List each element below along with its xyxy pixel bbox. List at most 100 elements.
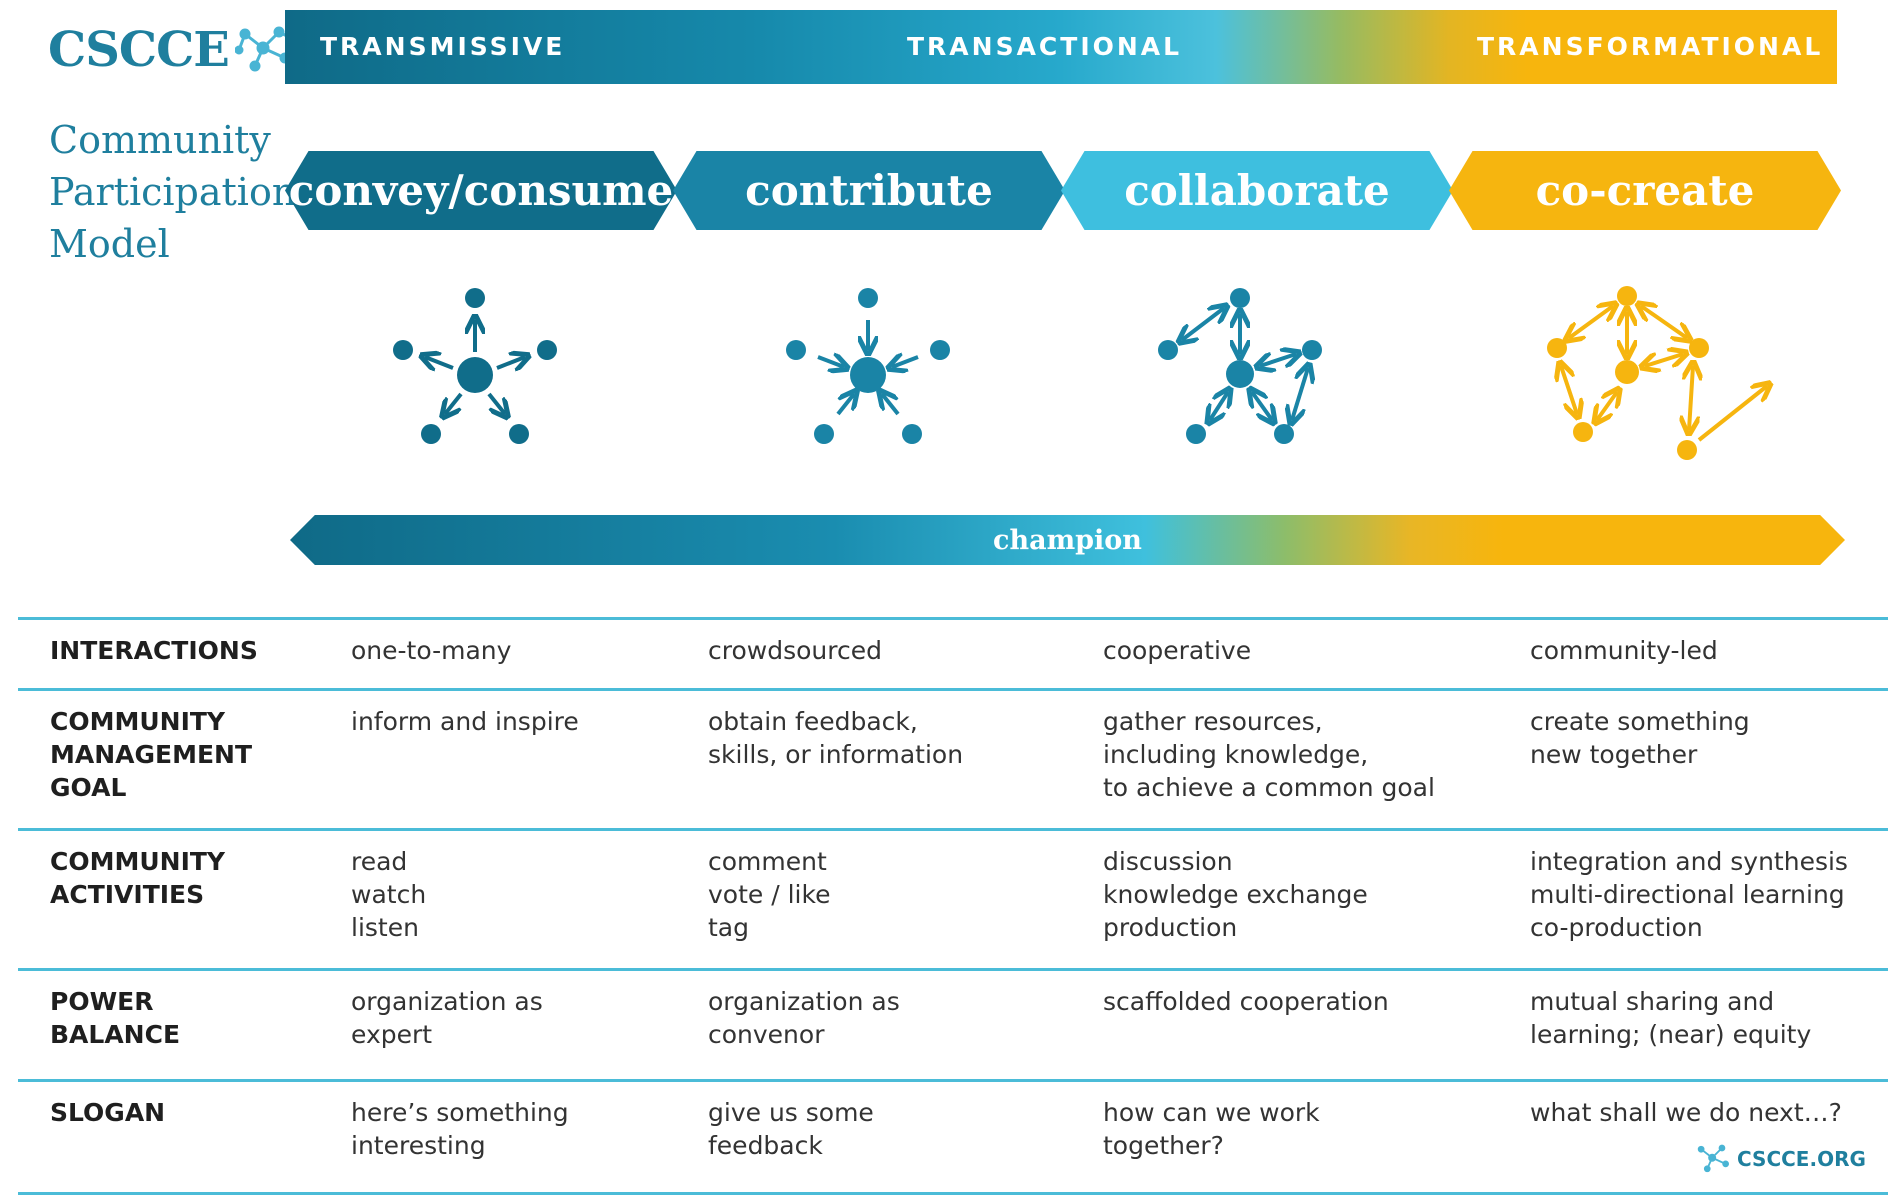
cell-line: watch <box>351 880 427 909</box>
row-header: COMMUNITY ACTIVITIES <box>50 845 225 911</box>
table-cell: create something new together <box>1530 705 1750 771</box>
champion-arrow: champion <box>290 515 1845 565</box>
footer-text: CSCCE.ORG <box>1737 1147 1866 1171</box>
stage-label: convey/consume <box>288 166 674 215</box>
cell-line: skills, or information <box>708 740 964 769</box>
model-title: Community Participation Model <box>49 114 297 270</box>
row-header-line: BALANCE <box>50 1020 181 1049</box>
cell-line: discussion <box>1103 847 1233 876</box>
table-cell: inform and inspire <box>351 705 579 738</box>
row-header: INTERACTIONS <box>50 634 258 667</box>
cell-line: production <box>1103 913 1238 942</box>
cell-line: how can we work <box>1103 1098 1320 1127</box>
cell-line: obtain feedback, <box>708 707 918 736</box>
cell-line: what shall we do next…? <box>1530 1098 1842 1127</box>
engagement-spectrum-band: TRANSMISSIVE TRANSACTIONAL TRANSFORMATIO… <box>285 10 1837 84</box>
table-cell: how can we work together? <box>1103 1096 1320 1162</box>
cell-line: organization as <box>708 987 900 1016</box>
band-label-transactional: TRANSACTIONAL <box>907 32 1183 61</box>
cell-line: here’s something <box>351 1098 569 1127</box>
title-line: Model <box>49 222 170 266</box>
row-header: POWER BALANCE <box>50 985 180 1051</box>
cell-line: cooperative <box>1103 636 1252 665</box>
cell-line: vote / like <box>708 880 831 909</box>
table-cell: comment vote / like tag <box>708 845 830 944</box>
cell-line: create something <box>1530 707 1750 736</box>
interconnected-network-icon <box>1148 280 1388 480</box>
cell-line: crowdsourced <box>708 636 882 665</box>
table-row: INTERACTIONS one-to-many crowdsourced coope… <box>18 617 1888 688</box>
co-creation-network-icon <box>1537 280 1777 480</box>
table-cell: what shall we do next…? <box>1530 1096 1842 1129</box>
cell-line: listen <box>351 913 419 942</box>
cell-line: community-led <box>1530 636 1718 665</box>
cell-line: to achieve a common goal <box>1103 773 1435 802</box>
cell-line: tag <box>708 913 749 942</box>
stage-label: contribute <box>745 166 993 215</box>
table-cell: community-led <box>1530 634 1718 667</box>
inward-star-icon <box>750 280 990 480</box>
cell-line: inform and inspire <box>351 707 579 736</box>
stage-contribute: contribute <box>673 151 1065 230</box>
band-label-transmissive: TRANSMISSIVE <box>320 32 566 61</box>
cell-line: convenor <box>708 1020 825 1049</box>
row-header-line: POWER <box>50 987 154 1016</box>
cell-line: feedback <box>708 1131 823 1160</box>
cell-line: comment <box>708 847 827 876</box>
table-cell: scaffolded cooperation <box>1103 985 1389 1018</box>
footer-url[interactable]: CSCCE.ORG <box>1695 1142 1866 1176</box>
stage-label: co-create <box>1535 166 1755 215</box>
cell-line: new together <box>1530 740 1698 769</box>
row-header: SLOGAN <box>50 1096 165 1129</box>
cell-line: together? <box>1103 1131 1224 1160</box>
cell-line: including knowledge, <box>1103 740 1369 769</box>
table-cell: organization as convenor <box>708 985 900 1051</box>
band-label-transformational: TRANSFORMATIONAL <box>1477 32 1824 61</box>
title-line: Participation <box>49 170 297 214</box>
cell-line: knowledge exchange <box>1103 880 1368 909</box>
table-cell: read watch listen <box>351 845 426 944</box>
cell-line: one-to-many <box>351 636 512 665</box>
table-cell: obtain feedback, skills, or information <box>708 705 963 771</box>
row-header-line: COMMUNITY <box>50 847 226 876</box>
row-header-line: GOAL <box>50 773 127 802</box>
cell-line: learning; (near) equity <box>1530 1020 1812 1049</box>
cell-line: organization as <box>351 987 543 1016</box>
cscce-logo: CSCCE <box>48 20 297 80</box>
table-cell: cooperative <box>1103 634 1251 667</box>
cell-line: read <box>351 847 408 876</box>
table-cell: integration and synthesis multi-direction… <box>1530 845 1848 944</box>
table-cell: organization as expert <box>351 985 543 1051</box>
cell-line: integration and synthesis <box>1530 847 1848 876</box>
cell-line: expert <box>351 1020 433 1049</box>
row-header-line: MANAGEMENT <box>50 740 253 769</box>
network-molecule-icon <box>1697 1144 1730 1173</box>
cell-line: gather resources, <box>1103 707 1323 736</box>
champion-label: champion <box>993 524 1142 556</box>
cell-line: interesting <box>351 1131 486 1160</box>
stage-co-create: co-create <box>1449 151 1841 230</box>
logo-text: CSCCE <box>48 22 230 78</box>
title-line: Community <box>49 118 271 162</box>
broadcast-star-icon <box>355 280 595 480</box>
participation-table: INTERACTIONS one-to-many crowdsourced coope… <box>18 617 1888 1195</box>
table-row: SLOGAN here’s something interesting give us… <box>18 1079 1888 1192</box>
table-row: COMMUNITY ACTIVITIES read watch listen commen… <box>18 828 1888 968</box>
cell-line: co-production <box>1530 913 1703 942</box>
row-header-line: SLOGAN <box>50 1098 166 1127</box>
cell-line: multi-directional learning <box>1530 880 1845 909</box>
table-cell: crowdsourced <box>708 634 882 667</box>
table-cell: discussion knowledge exchange production <box>1103 845 1368 944</box>
table-cell: one-to-many <box>351 634 511 667</box>
stage-collaborate: collaborate <box>1061 151 1453 230</box>
stage-convey-consume: convey/consume <box>285 151 677 230</box>
table-bottom-rule <box>18 1192 1888 1195</box>
cell-line: scaffolded cooperation <box>1103 987 1389 1016</box>
table-cell: gather resources, including knowledge, to … <box>1103 705 1435 804</box>
row-header-line: ACTIVITIES <box>50 880 205 909</box>
